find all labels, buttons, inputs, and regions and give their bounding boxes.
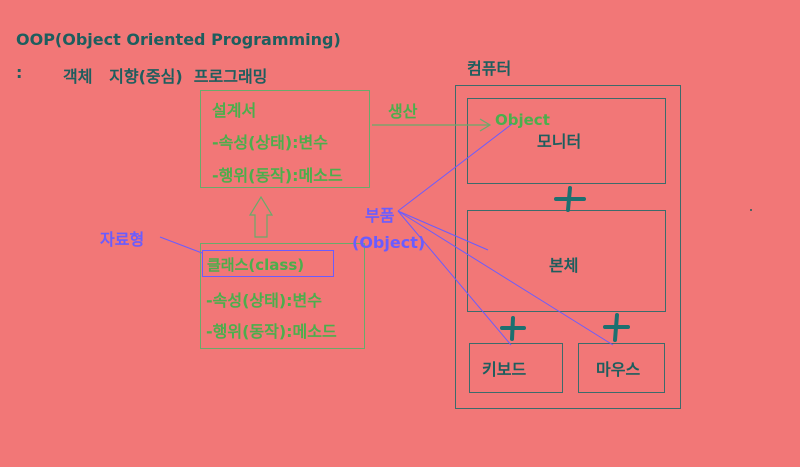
class-behavior: -행위(동작):메소드 (206, 322, 337, 341)
computer-title: 컴퓨터 (467, 59, 512, 78)
parts-label: 부품 (365, 206, 395, 225)
class-box (200, 243, 365, 349)
produce-label: 생산 (388, 102, 418, 121)
title-colon: : (16, 63, 23, 82)
class-title: 클래스(class) (207, 256, 305, 274)
class-title-box (202, 250, 334, 277)
plus-icon (500, 316, 526, 341)
keyboard-box (469, 343, 563, 393)
object-label: Object (495, 111, 550, 129)
produce-arrow-icon (372, 118, 492, 132)
blueprint-title: 설계서 (212, 101, 257, 120)
page-title: OOP(Object Oriented Programming) (16, 30, 341, 49)
monitor-label: 모니터 (537, 132, 582, 151)
parts-connectors (397, 123, 614, 346)
parts-object-label: (Object) (352, 233, 426, 252)
body-label: 본체 (549, 256, 579, 275)
mouse-box (578, 343, 665, 393)
up-arrow-icon (248, 195, 274, 238)
plus-icon (603, 313, 630, 342)
blueprint-behavior: -행위(동작):메소드 (212, 166, 343, 185)
title-korean: 객체 지향(중심) 프로그래밍 (63, 67, 268, 86)
data-type-label: 자료형 (100, 230, 145, 249)
monitor-box (467, 98, 666, 184)
class-attr: -속성(상태):변수 (206, 291, 322, 310)
stray-dot (750, 209, 752, 211)
blueprint-box (200, 90, 370, 188)
data-type-connector (159, 236, 203, 254)
keyboard-label: 키보드 (482, 360, 527, 379)
mouse-label: 마우스 (596, 360, 641, 379)
plus-icon (554, 186, 586, 212)
blueprint-attr: -속성(상태):변수 (212, 133, 328, 152)
